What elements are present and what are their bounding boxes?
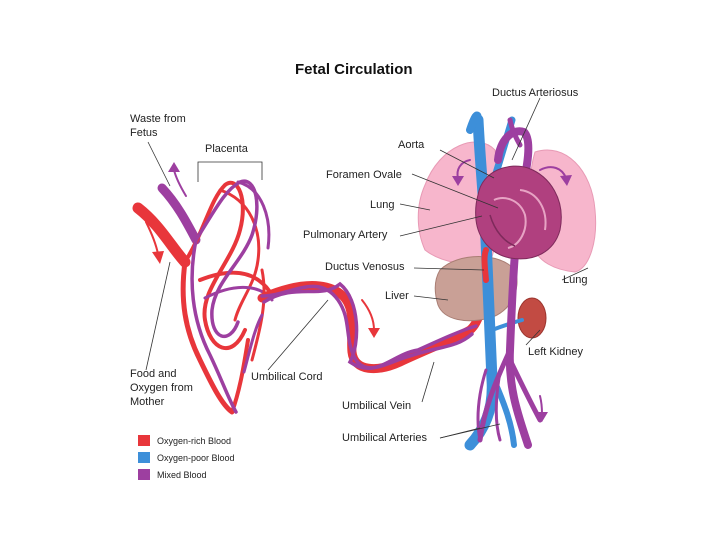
arrow-food-head — [152, 251, 164, 264]
legend-label-oxygen-poor: Oxygen-poor Blood — [157, 453, 235, 463]
labels: Waste from Fetus Placenta Food and Oxyge… — [130, 87, 587, 444]
arrow-right-lung-head — [560, 175, 572, 186]
legend: Oxygen-rich Blood Oxygen-poor Blood Mixe… — [138, 435, 235, 480]
arrow-waste — [173, 169, 187, 197]
leader-lines — [145, 97, 589, 439]
label-aorta: Aorta — [398, 139, 425, 151]
placenta-vessels — [132, 179, 274, 415]
heart — [475, 165, 562, 260]
label-waste-from-fetus-2: Fetus — [130, 127, 158, 139]
label-lung-right: Lung — [563, 274, 587, 286]
umbilical-vein-vessel — [481, 247, 489, 283]
label-placenta: Placenta — [205, 143, 249, 155]
legend-label-mixed: Mixed Blood — [157, 470, 207, 480]
legend-label-oxygen-rich: Oxygen-rich Blood — [157, 436, 231, 446]
arrow-left-lung — [456, 159, 471, 179]
label-liver: Liver — [385, 290, 409, 302]
label-ductus-arteriosus: Ductus Arteriosus — [492, 87, 579, 99]
label-waste-from-fetus-1: Waste from — [130, 113, 186, 125]
label-lung-left: Lung — [370, 199, 394, 211]
arrow-cord-head — [368, 328, 380, 338]
arrow-cord — [361, 299, 375, 331]
label-foramen-ovale: Foramen Ovale — [326, 169, 402, 181]
left-kidney — [517, 297, 547, 339]
arrow-left-lung-head — [452, 176, 464, 186]
arrow-right-leg-head — [536, 412, 548, 422]
arrow-right-leg — [539, 395, 543, 415]
diagram-title: Fetal Circulation — [295, 61, 413, 78]
label-food-oxygen-2: Oxygen from — [130, 382, 193, 394]
label-food-oxygen-3: Mother — [130, 396, 165, 408]
legend-swatch-mixed — [138, 469, 150, 480]
flow-arrows — [145, 159, 572, 422]
legend-swatch-oxygen-poor — [138, 452, 150, 463]
umbilical-cord-vessels — [257, 275, 491, 374]
arrow-food — [145, 221, 159, 255]
label-pulmonary-artery: Pulmonary Artery — [303, 229, 388, 241]
label-umbilical-vein: Umbilical Vein — [342, 400, 411, 412]
vena-cava — [464, 114, 498, 451]
label-ductus-venosus: Ductus Venosus — [325, 261, 405, 273]
label-umbilical-arteries: Umbilical Arteries — [342, 432, 427, 444]
waste-vein — [157, 183, 201, 245]
label-left-kidney: Left Kidney — [528, 346, 584, 358]
maternal-artery — [132, 202, 191, 268]
label-food-oxygen-1: Food and — [130, 368, 176, 380]
liver — [434, 256, 518, 322]
arrow-waste-head — [168, 162, 180, 172]
legend-swatch-oxygen-rich — [138, 435, 150, 446]
label-umbilical-cord: Umbilical Cord — [251, 371, 323, 383]
